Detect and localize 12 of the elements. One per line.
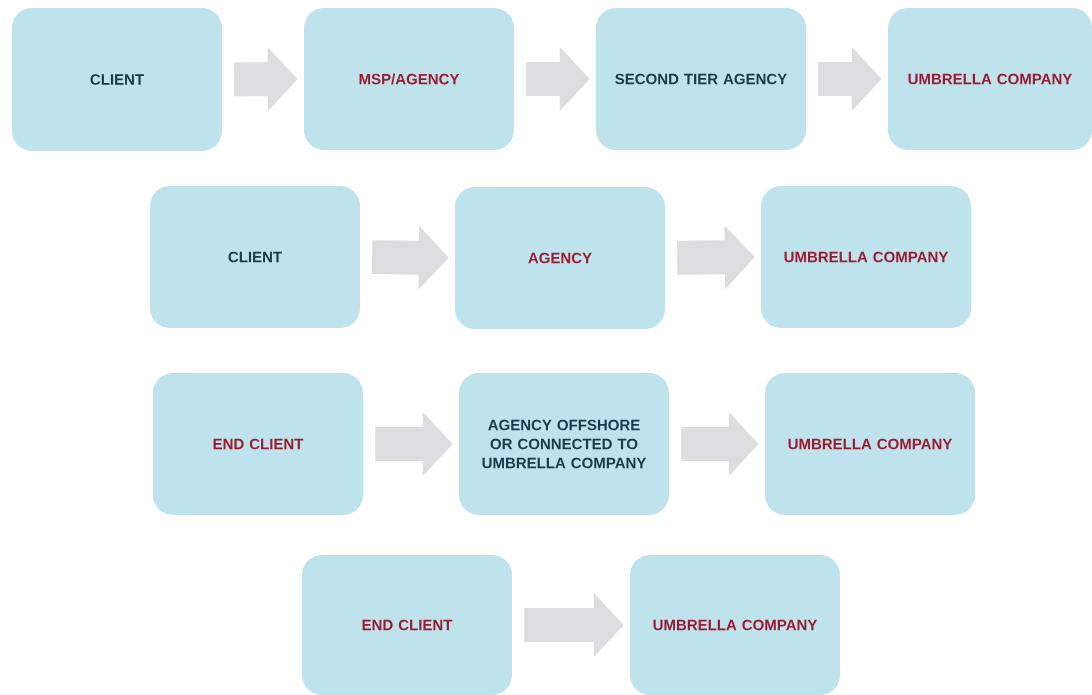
process-box: MSP/AGENCY <box>304 8 514 150</box>
process-box: SECOND TIER AGENCY <box>596 8 806 150</box>
process-box: UMBRELLA COMPANY <box>630 555 840 695</box>
process-box: END CLIENT <box>153 373 363 515</box>
process-box: UMBRELLA COMPANY <box>765 373 975 515</box>
process-box: AGENCY OFFSHORE OR CONNECTED TO UMBRELLA COMPANY <box>459 373 669 515</box>
process-box: UMBRELLA COMPANY <box>761 186 971 328</box>
process-box: CLIENT <box>150 186 360 328</box>
process-box: CLIENT <box>12 8 222 151</box>
process-box: AGENCY <box>455 187 665 329</box>
process-box: UMBRELLA COMPANY <box>888 8 1092 150</box>
process-box: END CLIENT <box>302 555 512 695</box>
